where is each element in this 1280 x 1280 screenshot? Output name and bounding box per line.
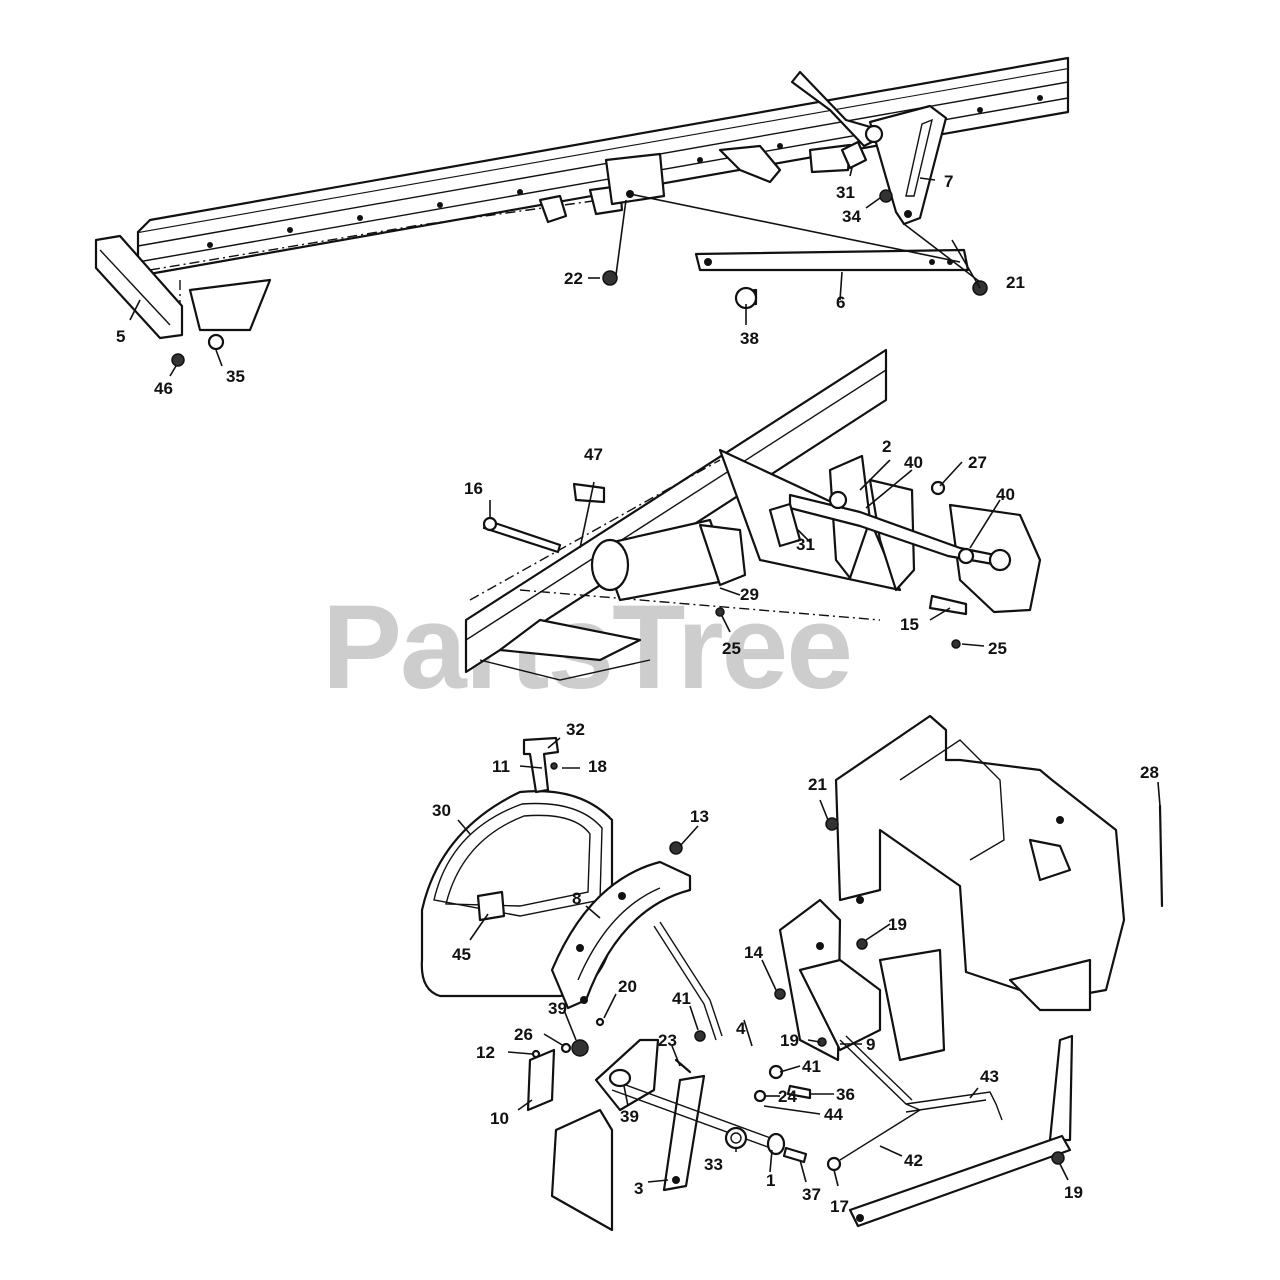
drive-rod-part-42 — [839, 1035, 922, 1161]
callout-39-lower: 39 — [620, 1107, 639, 1126]
mount-plate-center — [604, 152, 666, 206]
guide-bracket-part-8 — [550, 860, 692, 1010]
callout-31-top: 31 — [836, 183, 855, 202]
bracket-part-10 — [526, 1048, 556, 1112]
frame-rail-top — [136, 56, 1070, 340]
lower-plate-left — [550, 1038, 660, 1232]
callout-8: 8 — [572, 889, 581, 908]
lower-lever-right — [848, 1034, 1074, 1228]
callout-1: 1 — [766, 1171, 775, 1190]
callout-37: 37 — [802, 1185, 821, 1204]
shaft-top — [790, 70, 884, 148]
callout-38: 38 — [740, 329, 759, 348]
callout-29: 29 — [740, 585, 759, 604]
callout-25-right: 25 — [988, 639, 1007, 658]
callout-40-left: 40 — [904, 453, 923, 472]
callout-31-mid: 31 — [796, 535, 815, 554]
callout-32: 32 — [566, 720, 585, 739]
callout-15: 15 — [900, 615, 919, 634]
callout-3: 3 — [634, 1179, 643, 1198]
lower-arm-part-3 — [662, 1074, 706, 1192]
top-hardware — [171, 140, 988, 367]
callout-47: 47 — [584, 445, 603, 464]
shift-rod — [653, 921, 723, 1041]
callout-18: 18 — [588, 757, 607, 776]
bottom-leaders — [457, 737, 1161, 1187]
callout-labels: 5 46 35 22 38 6 21 34 31 7 16 47 31 29 2… — [116, 172, 1159, 1216]
callout-12: 12 — [476, 1043, 495, 1062]
callout-42: 42 — [904, 1151, 923, 1170]
callout-43: 43 — [980, 1067, 999, 1086]
top-leaders — [129, 167, 981, 377]
lift-cylinder-part-29 — [590, 518, 747, 602]
callout-7: 7 — [944, 172, 953, 191]
callout-21-top: 21 — [1006, 273, 1025, 292]
callout-2: 2 — [882, 437, 891, 456]
callout-26: 26 — [514, 1025, 533, 1044]
callout-19-lower: 19 — [1064, 1183, 1083, 1202]
bracket-part-5 — [94, 234, 184, 340]
callout-30: 30 — [432, 801, 451, 820]
callout-13: 13 — [690, 807, 709, 826]
callout-22: 22 — [564, 269, 583, 288]
spring-part-33 — [724, 1126, 748, 1150]
callout-40-right: 40 — [996, 485, 1015, 504]
callout-20: 20 — [618, 977, 637, 996]
callout-45: 45 — [452, 945, 471, 964]
lift-link-part-6 — [694, 248, 970, 272]
callout-21-bottom: 21 — [808, 775, 827, 794]
callout-25-left: 25 — [722, 639, 741, 658]
callout-36: 36 — [836, 1085, 855, 1104]
lift-arm-part-7 — [868, 104, 948, 226]
callout-16: 16 — [464, 479, 483, 498]
linkage-rod-part-43 — [905, 1091, 1003, 1121]
shaft-lower — [608, 1068, 786, 1156]
middle-hardware — [482, 480, 968, 649]
callout-35: 35 — [226, 367, 245, 386]
callout-44: 44 — [824, 1105, 843, 1124]
callout-11: 11 — [492, 757, 510, 776]
callout-24: 24 — [778, 1087, 797, 1106]
callout-28: 28 — [1140, 763, 1159, 782]
callout-19-upper: 19 — [888, 915, 907, 934]
callout-9: 9 — [866, 1035, 875, 1054]
callout-33: 33 — [704, 1155, 723, 1174]
callout-19-middle: 19 — [780, 1031, 799, 1050]
callout-5: 5 — [116, 327, 125, 346]
callout-39-upper: 39 — [548, 999, 567, 1018]
callout-34: 34 — [842, 207, 861, 226]
callout-10: 10 — [490, 1109, 509, 1128]
callout-4: 4 — [736, 1019, 746, 1038]
callout-23: 23 — [658, 1031, 677, 1050]
callout-17: 17 — [830, 1197, 849, 1216]
callout-41-lower: 41 — [802, 1057, 821, 1076]
callout-46: 46 — [154, 379, 173, 398]
lever-handle-part-32 — [522, 736, 560, 794]
callout-41-upper: 41 — [672, 989, 691, 1008]
pivot-assembly-right — [768, 454, 1042, 614]
side-plate-large — [834, 714, 1126, 1062]
main-bracket-part-9 — [778, 898, 882, 1062]
callout-14: 14 — [744, 943, 763, 962]
middle-leaders — [489, 459, 1001, 647]
callout-6: 6 — [836, 293, 845, 312]
callout-27: 27 — [968, 453, 987, 472]
